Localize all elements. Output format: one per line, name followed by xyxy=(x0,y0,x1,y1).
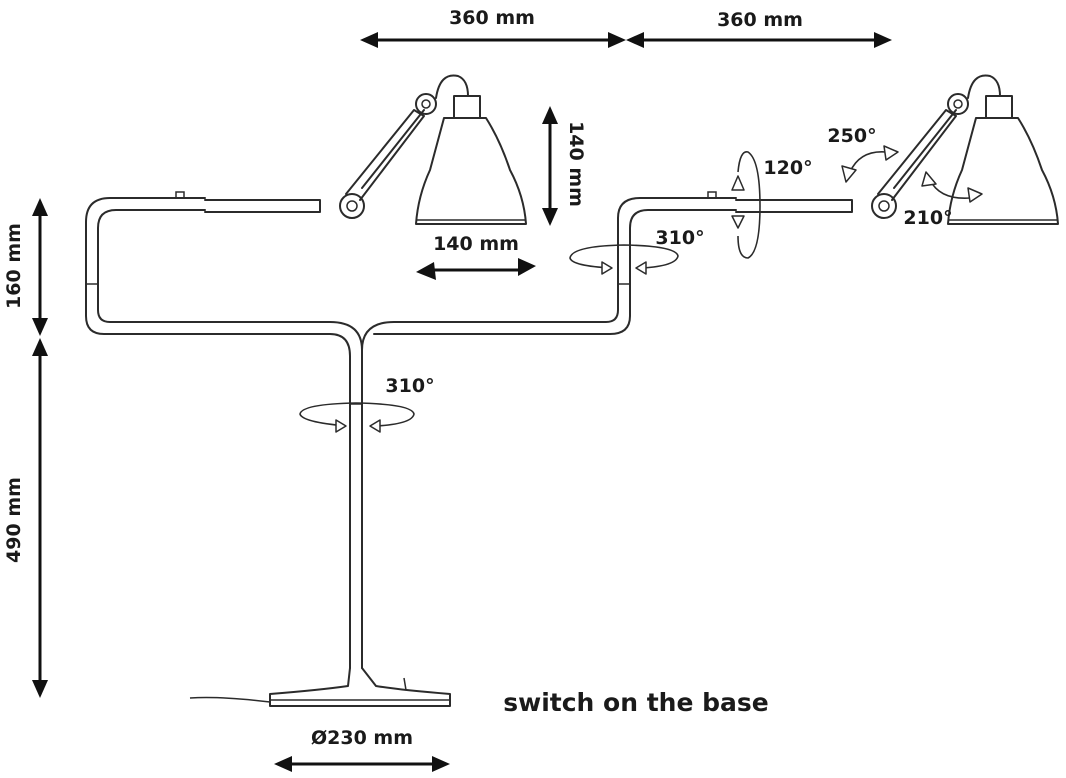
labels: 360 mm 360 mm 140 mm 140 mm 160 mm 490 m… xyxy=(3,7,953,749)
clip-left xyxy=(175,191,185,199)
rotation-indicators xyxy=(299,145,983,433)
label-height-upper: 160 mm xyxy=(3,223,25,309)
shade-right xyxy=(947,117,1059,225)
label-rot-vertical: 120° xyxy=(763,157,812,179)
lamp-body xyxy=(85,74,1059,707)
label-arm-right: 360 mm xyxy=(717,9,803,31)
frame-tube-right-outer xyxy=(361,197,737,351)
frame-tube-outer xyxy=(85,197,351,669)
label-rot-shade: 210° xyxy=(903,207,952,229)
label-rot-right-joint: 310° xyxy=(655,227,704,249)
label-height-lower: 490 mm xyxy=(3,477,25,563)
frame-tube-inner xyxy=(97,209,363,669)
dimension-lines xyxy=(32,32,892,772)
label-shade-height: 140 mm xyxy=(565,121,587,207)
lamp-base xyxy=(269,667,451,707)
label-arm-left: 360 mm xyxy=(449,7,535,29)
label-switch-note: switch on the base xyxy=(503,688,769,717)
label-rot-upper-arm: 250° xyxy=(827,125,876,147)
shade-left xyxy=(415,117,527,225)
frame-tube-right-inner xyxy=(373,209,737,335)
label-base-diameter: Ø230 mm xyxy=(311,727,413,749)
label-rot-stem: 310° xyxy=(385,375,434,397)
label-shade-width: 140 mm xyxy=(433,233,519,255)
clip-right xyxy=(707,191,717,199)
